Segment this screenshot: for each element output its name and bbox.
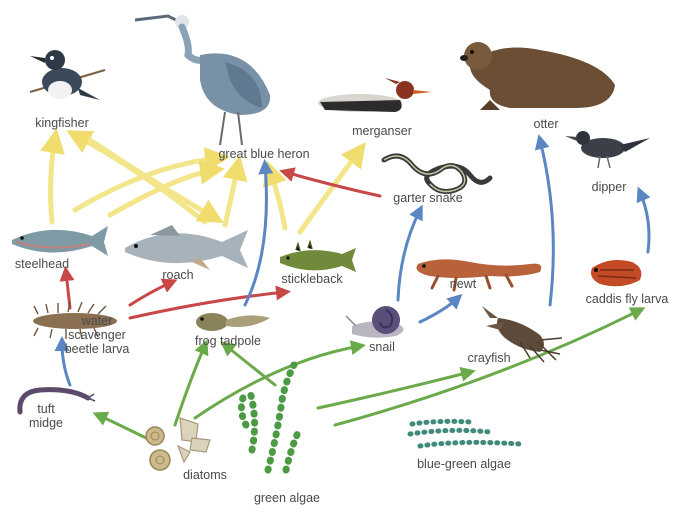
label-heron: great blue heron xyxy=(218,147,309,161)
label-steelhead: steelhead xyxy=(15,257,69,271)
otter-icon xyxy=(460,42,615,110)
merganser-icon xyxy=(318,78,432,112)
heron-icon xyxy=(135,15,270,145)
arrow-snail-to-snake xyxy=(398,210,420,300)
label-merganser: merganser xyxy=(352,124,412,138)
arrow-stickleback-to-merganser xyxy=(300,150,360,232)
stickleback-icon xyxy=(280,242,356,272)
snake-icon xyxy=(384,156,490,192)
label-garter-snake: garter snake xyxy=(393,191,462,205)
label-diatoms: diatoms xyxy=(183,468,227,482)
caddis-larva-icon xyxy=(591,260,641,286)
label-blue-green-algae: blue-green algae xyxy=(417,457,511,471)
label-tuft-midge: tuft midge xyxy=(21,402,71,430)
arrow-steelhead-to-kingfisher xyxy=(51,138,55,222)
arrow-caddis-to-dipper xyxy=(640,192,649,252)
label-roach: roach xyxy=(162,268,193,282)
arrow-snake-to-heron xyxy=(285,172,380,196)
arrow-scavenger-to-roach xyxy=(130,282,172,305)
arrow-kingfisher-cross xyxy=(90,140,215,218)
newt-icon xyxy=(417,259,542,290)
label-scavenger-beetle-larva: water scavenger beetle larva xyxy=(52,314,142,356)
label-caddis-fly-larva: caddis fly larva xyxy=(586,292,669,306)
label-stickleback: stickleback xyxy=(281,272,342,286)
dipper-icon xyxy=(565,131,650,168)
arrow-tadpole-to-heron xyxy=(245,165,266,305)
roach-icon xyxy=(125,225,248,270)
diatom-icon xyxy=(146,418,210,470)
arrow-crayfish-to-otter xyxy=(540,140,553,305)
arrow-diatoms-to-midge xyxy=(98,415,150,440)
kingfisher-icon xyxy=(30,50,105,100)
label-frog-tadpole: frog tadpole xyxy=(195,334,261,348)
label-kingfisher: kingfisher xyxy=(35,116,89,130)
snail-icon xyxy=(346,306,404,338)
arrow-steelhead-to-heron xyxy=(75,158,220,210)
label-snail: snail xyxy=(369,340,395,354)
steelhead-icon xyxy=(12,226,108,256)
label-dipper: dipper xyxy=(592,180,627,194)
label-crayfish: crayfish xyxy=(467,351,510,365)
label-green-algae: green algae xyxy=(254,491,320,505)
yellow-arrows xyxy=(51,135,360,232)
label-otter: otter xyxy=(533,117,558,131)
arrow-roach-to-heron xyxy=(225,165,238,225)
arrow-algae-to-tadpole xyxy=(225,345,275,385)
arrow-snail-to-newt xyxy=(420,298,458,322)
tadpole-icon xyxy=(196,313,270,331)
arrow-stickleback-to-heron xyxy=(270,170,285,228)
label-newt: newt xyxy=(450,277,476,291)
blue-green-algae-icon xyxy=(410,421,520,446)
